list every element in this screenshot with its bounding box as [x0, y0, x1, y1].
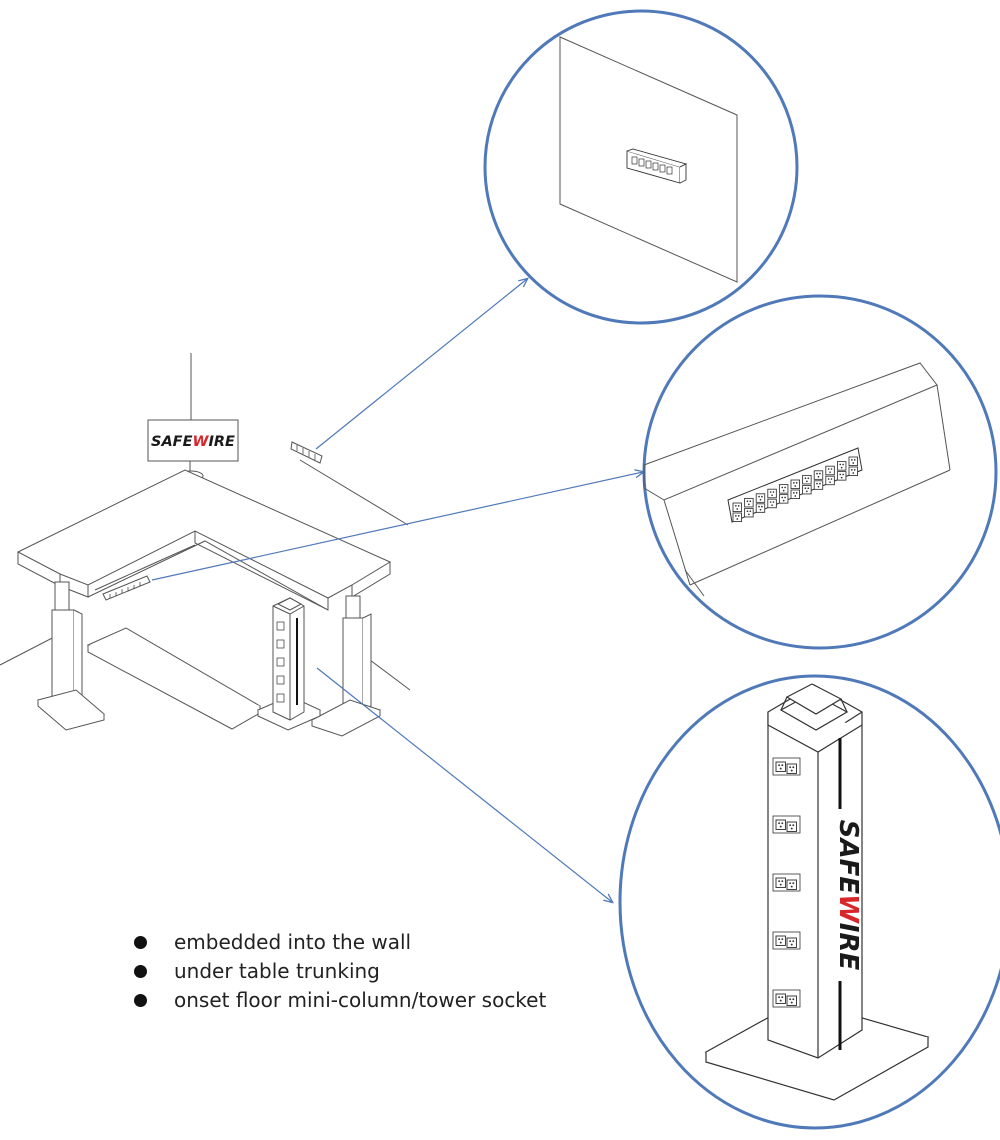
- feature-tower: onset floor mini-column/tower socket: [132, 986, 546, 1015]
- outlet-icon: [848, 466, 859, 477]
- feature-trunking: under table trunking: [132, 957, 546, 986]
- feature-label: onset floor mini-column/tower socket: [174, 988, 547, 1012]
- outlet-icon: [802, 484, 812, 495]
- desk-leg-left: [36, 581, 106, 731]
- outlet-icon: [755, 493, 766, 503]
- callout-arrows: [151, 279, 643, 902]
- outlet-icon: [767, 488, 777, 499]
- wall-socket-detail: [626, 148, 688, 184]
- feature-label: embedded into the wall: [174, 930, 412, 954]
- bullet-dot: [134, 936, 147, 949]
- bullet-dot: [134, 994, 147, 1007]
- callout-tower-detail: SAFEWIRE: [618, 674, 1000, 1130]
- outlet-icon: [775, 935, 786, 946]
- outlet-icon: [778, 494, 789, 504]
- outlet-frame: [772, 815, 801, 834]
- outlet-icon: [802, 474, 812, 485]
- arrow-to-trunking: [151, 472, 643, 581]
- outlet-icon: [786, 937, 797, 948]
- outlet-icon: [813, 480, 824, 490]
- outlet-icon: [786, 763, 797, 774]
- outlet-icon: [786, 821, 797, 832]
- outlet-icon: [755, 503, 766, 513]
- desk-scene: [0, 353, 411, 737]
- outlet-icon: [825, 475, 835, 486]
- outlet-icon: [825, 465, 835, 476]
- bullet-dot: [134, 965, 147, 978]
- outlet-icon: [813, 470, 824, 480]
- under-desk-trunking: [102, 575, 151, 601]
- monitor-logo: SAFEWIRE: [151, 434, 235, 450]
- outlet-icon: [786, 879, 797, 890]
- floor-line: [0, 634, 59, 666]
- feature-label: under table trunking: [174, 959, 380, 983]
- outlet-icon: [732, 512, 743, 523]
- outlet-frame: [772, 989, 801, 1008]
- outlet-icon: [767, 498, 777, 509]
- tower-logo: SAFEWIRE: [833, 820, 863, 971]
- wall-panel: [559, 36, 738, 283]
- callout-wall-detail: [483, 9, 799, 325]
- outlet-icon: [744, 497, 754, 508]
- outlet-icon: [732, 502, 743, 513]
- desk-leg-right: [310, 595, 382, 737]
- feature-list: embedded into the wall under table trunk…: [132, 928, 546, 1015]
- foot-board: [86, 627, 262, 730]
- feature-wall: embedded into the wall: [132, 928, 546, 957]
- outlet-icon: [778, 484, 789, 494]
- floor-line-back: [299, 459, 409, 526]
- outlet-icon: [790, 489, 801, 500]
- outlet-frame: [772, 873, 801, 892]
- outlet-icon: [775, 993, 786, 1004]
- outlet-icon: [836, 461, 847, 471]
- outlet-icon: [775, 819, 786, 830]
- outlet-icon: [836, 471, 847, 481]
- outlet-icon: [790, 479, 801, 490]
- floor-tower: [256, 597, 322, 731]
- outlet-icon: [744, 507, 754, 518]
- outlet-frame: [772, 757, 801, 776]
- wall-corner-line: [369, 659, 411, 691]
- arrow-to-wall: [315, 279, 527, 450]
- monitor-sign: SAFEWIRE: [147, 419, 239, 462]
- outlet-icon: [848, 456, 859, 467]
- outlet-icon: [786, 995, 797, 1006]
- arrow-to-tower: [316, 667, 612, 902]
- wall-socket: [290, 441, 323, 464]
- outlet-frame: [772, 931, 801, 950]
- tower-outlets: [772, 757, 801, 1008]
- desk-top: [16, 469, 392, 599]
- outlet-icon: [775, 877, 786, 888]
- callout-trunking-detail: [642, 294, 998, 650]
- trunking-outlets: [727, 447, 863, 523]
- outlet-icon: [775, 761, 786, 772]
